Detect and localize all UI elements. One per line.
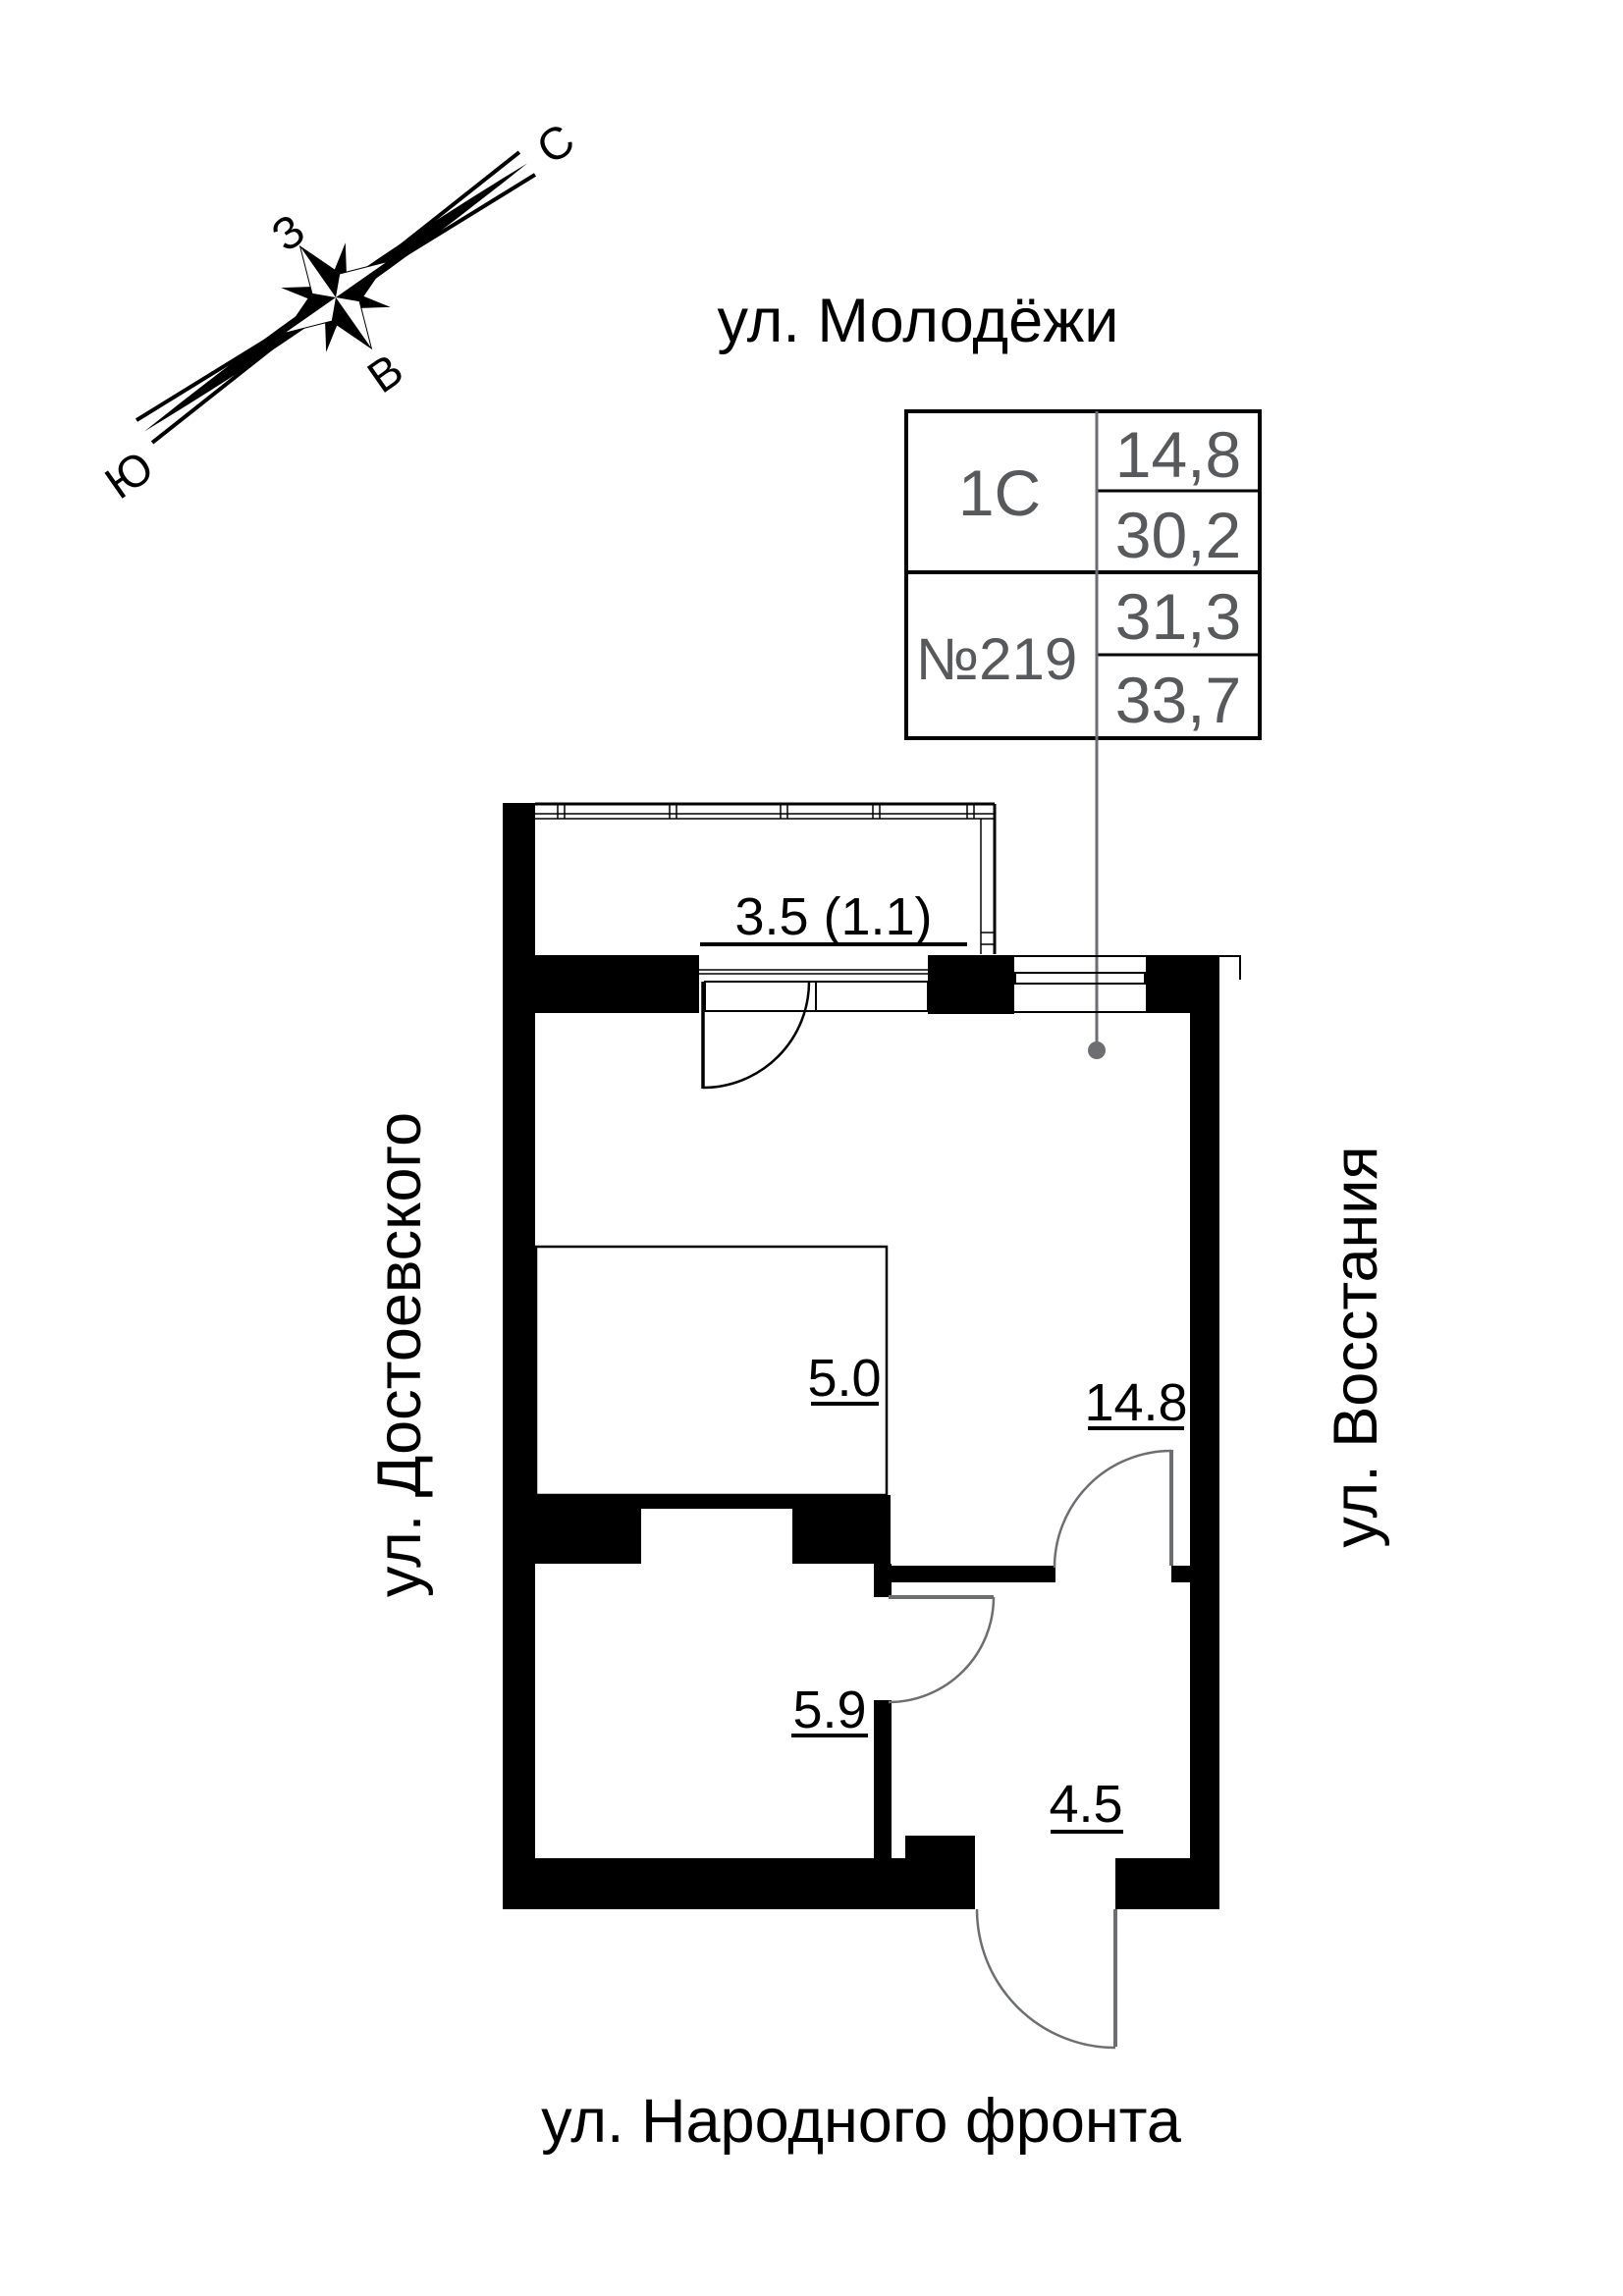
wall-bottom-doorstep — [905, 1836, 975, 1858]
apartment-type: 1С — [958, 456, 1041, 529]
wall-bottom-left — [503, 1858, 975, 1909]
street-label-bottom: ул. Народного фронта — [541, 2087, 1182, 2156]
wall-top-pier-middle — [928, 955, 1014, 1014]
balcony-area-underline — [700, 942, 967, 946]
wall-interior-thin-middle — [641, 1495, 792, 1509]
wall-interior-right-block — [792, 1495, 891, 1564]
street-label-left: ул. Достоевского — [365, 1112, 434, 1597]
window-living-room — [1014, 955, 1146, 1013]
bathroom-area-underline — [791, 1734, 868, 1737]
area-value-4: 33,7 — [1115, 664, 1241, 736]
area-value-1: 14,8 — [1115, 418, 1241, 491]
area-value-3: 31,3 — [1115, 580, 1241, 653]
bathroom-door — [888, 1595, 996, 1704]
wall-top-segment-left — [535, 955, 699, 1013]
compass-north-label: С — [527, 114, 583, 175]
kitchen-zone-area-underline — [811, 1402, 879, 1406]
area-value-2: 30,2 — [1115, 499, 1241, 571]
street-label-top: ул. Молодёжи — [718, 287, 1119, 355]
compass-south-label: Ю — [95, 441, 162, 508]
compass-east-label: В — [358, 344, 412, 402]
kitchen-zone-area-label: 5.0 — [807, 1349, 881, 1408]
doors — [701, 981, 1173, 2050]
street-label-right: ул. Восстания — [1322, 1146, 1390, 1547]
room-labels: 3.5 (1.1) 14.8 5.0 5.9 4.5 — [700, 887, 1188, 1834]
wall-bottom-right — [1115, 1858, 1219, 1909]
wall-interior-stub — [874, 1564, 892, 1597]
apartment-number: №219 — [916, 626, 1077, 692]
kitchen-zone-outline — [534, 1245, 889, 1497]
window-balcony-unit — [699, 969, 929, 1012]
wall-interior-left-block — [535, 1495, 641, 1564]
balcony-glazing-ticks — [981, 932, 995, 945]
compass-rose: С З В Ю — [95, 114, 583, 508]
living-room-door — [1053, 1449, 1173, 1569]
table-leader-line — [1088, 738, 1106, 1059]
wall-interior-door-jamb — [1171, 1566, 1190, 1582]
entrance-door — [975, 1908, 1117, 2050]
apartment-plan: 3.5 (1.1) 14.8 5.0 5.9 4.5 — [503, 802, 1241, 2050]
street-labels: ул. Молодёжи ул. Достоевского ул. Восста… — [365, 287, 1390, 2156]
walls — [503, 803, 1219, 1909]
bathroom-area-label: 5.9 — [792, 1681, 866, 1739]
apartment-info-table: 1С №219 14,8 30,2 31,3 33,7 — [904, 409, 1262, 740]
exterior-step-line — [1219, 955, 1241, 980]
living-room-area-label: 14.8 — [1084, 1373, 1187, 1432]
balcony-glazing — [535, 802, 997, 954]
info-table-border — [904, 409, 1262, 740]
compass-star-highlight — [286, 247, 386, 347]
wall-bathroom-hall-divider — [874, 1700, 892, 1858]
living-room-area-underline — [1088, 1426, 1184, 1430]
hallway-area-label: 4.5 — [1049, 1775, 1122, 1834]
windows — [699, 955, 1241, 1013]
leader-dot — [1088, 1041, 1106, 1059]
wall-left — [503, 803, 535, 1909]
balcony-mullions — [557, 804, 975, 819]
balcony-door — [701, 981, 811, 1090]
wall-right — [1190, 955, 1219, 1909]
hallway-area-underline — [1051, 1830, 1123, 1834]
balcony-area-label: 3.5 (1.1) — [734, 887, 932, 946]
wall-interior-hall — [891, 1566, 1055, 1582]
